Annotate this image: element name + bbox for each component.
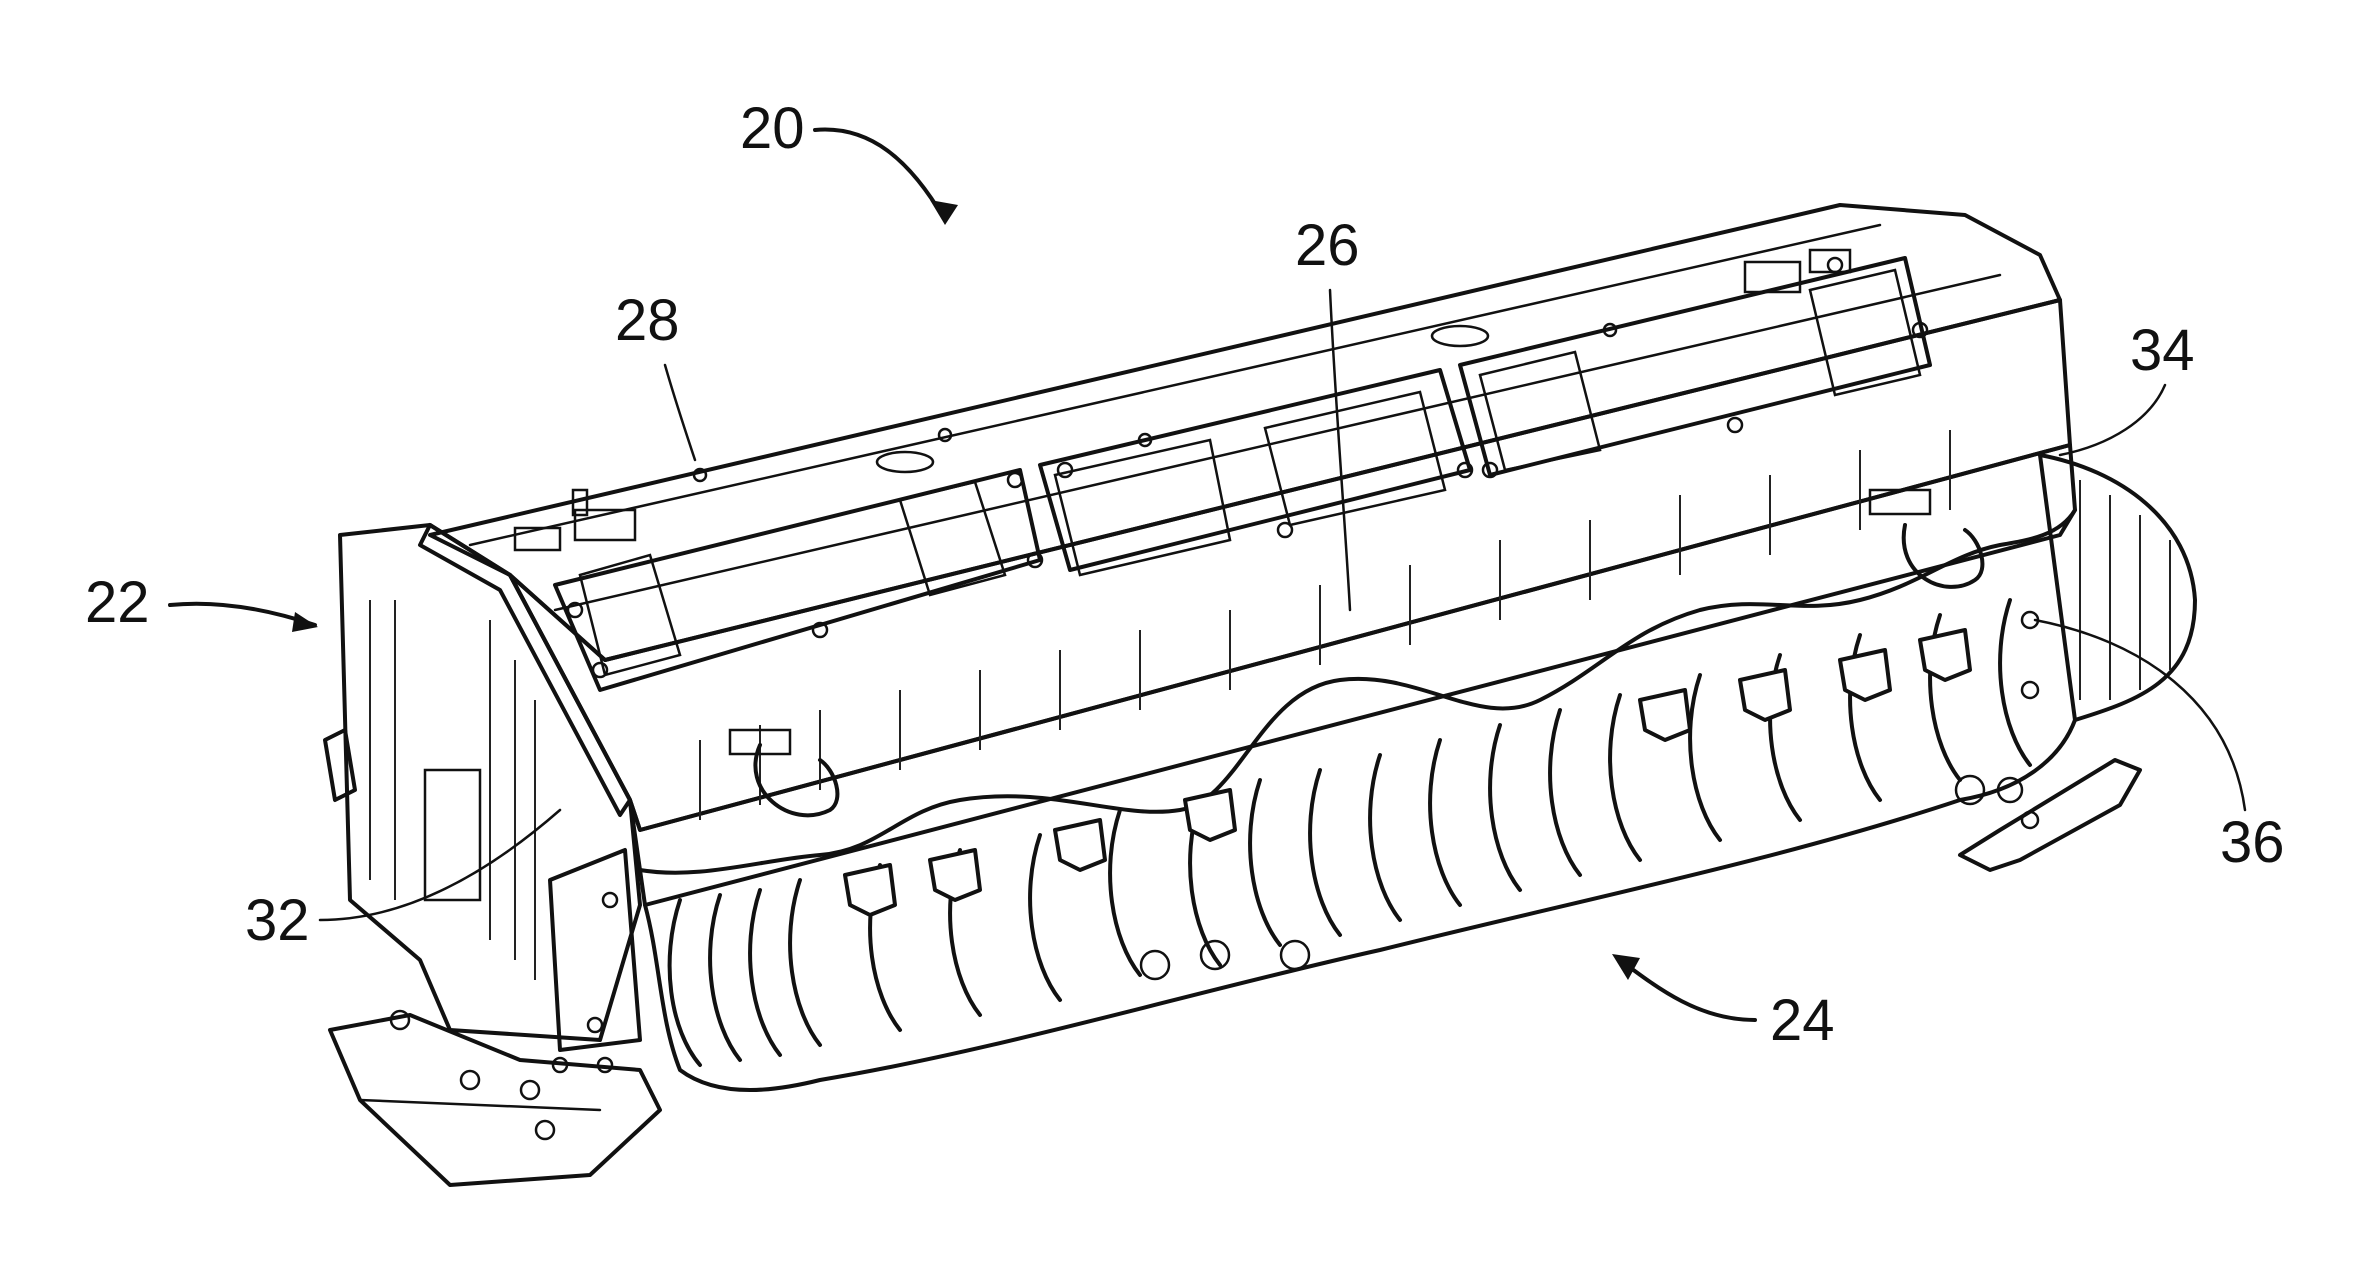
leader-26 <box>1330 290 1350 610</box>
left-side-panel <box>325 525 660 1185</box>
label-36: 36 <box>2220 810 2285 875</box>
leader-20 <box>815 130 945 220</box>
leader-24 <box>1620 960 1755 1020</box>
arrowhead-22 <box>292 612 318 632</box>
reference-labels: 20 22 28 26 34 36 32 24 <box>85 96 2285 1053</box>
right-end <box>1960 455 2195 870</box>
label-24: 24 <box>1770 988 1835 1053</box>
label-20: 20 <box>740 96 805 161</box>
label-22: 22 <box>85 570 150 635</box>
label-34: 34 <box>2130 318 2195 383</box>
leader-22 <box>170 604 315 625</box>
label-32: 32 <box>245 888 310 953</box>
arrowhead-24 <box>1612 954 1640 980</box>
arrowhead-20 <box>930 200 958 225</box>
leader-28 <box>665 365 695 460</box>
leader-34 <box>2060 385 2165 455</box>
label-26: 26 <box>1295 213 1360 278</box>
label-28: 28 <box>615 288 680 353</box>
